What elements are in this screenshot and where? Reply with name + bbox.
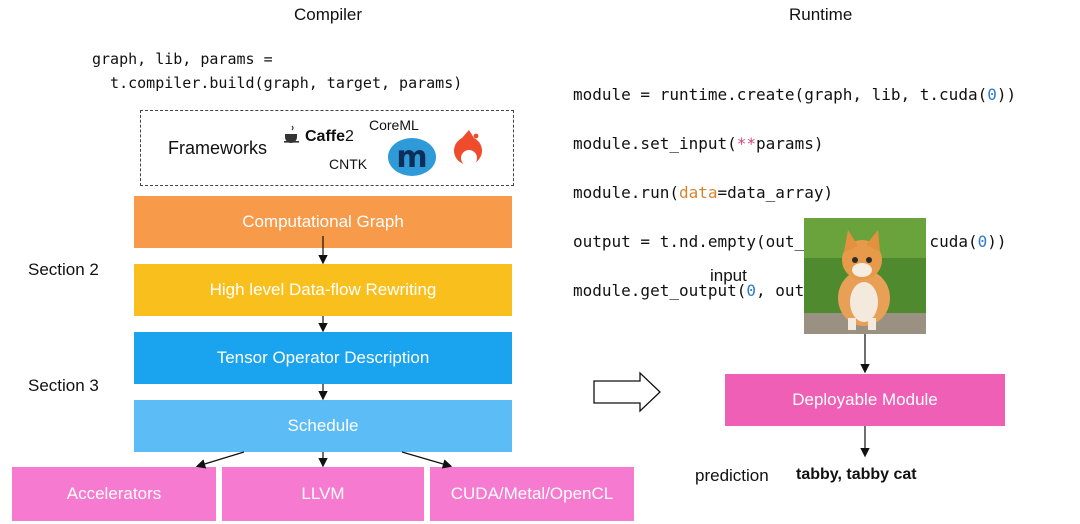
compiler-code-line-2: t.compiler.build(graph, target, params) — [92, 74, 463, 92]
frameworks-box — [140, 110, 514, 186]
deployable-module-label: Deployable Module — [792, 390, 938, 409]
computational-graph-label: Computational Graph — [242, 212, 404, 231]
prediction-value: tabby, tabby cat — [796, 466, 917, 483]
mxnet-glyph: m — [396, 139, 428, 175]
cuda-label: CUDA/Metal/OpenCL — [450, 484, 614, 503]
prediction-label: prediction — [695, 466, 769, 485]
deployable-module-box: Deployable Module — [725, 374, 1005, 426]
cntk-label: CNTK — [329, 156, 368, 172]
caffe2-text: Caffe — [305, 128, 346, 145]
compiler-heading: Compiler — [294, 5, 363, 24]
compiler-code-line-1: graph, lib, params = — [92, 50, 273, 68]
big-hollow-arrow-icon — [593, 371, 661, 413]
arrow-schedule-to-cuda — [401, 451, 453, 469]
runtime-code-line-2: module.set_input(**params) — [573, 134, 824, 154]
dataflow-rewriting-box: High level Data-flow Rewriting — [134, 264, 512, 316]
runtime-code-line-1: module = runtime.create(graph, lib, t.cu… — [573, 85, 1017, 105]
kitten-image — [804, 218, 926, 334]
section-3-label: Section 3 — [28, 376, 99, 395]
flame-logo-icon — [452, 126, 486, 176]
dataflow-rewriting-label: High level Data-flow Rewriting — [209, 280, 437, 299]
runtime-code-line-5: module.get_output(0, output) — [573, 280, 843, 300]
section-2-label: Section 2 — [28, 260, 99, 279]
accelerators-box: Accelerators — [12, 467, 216, 521]
frameworks-label: Frameworks — [168, 138, 268, 158]
runtime-code-line-4: output = t.nd.empty(out_shape, ctx=t.cud… — [573, 231, 1007, 251]
cuda-box: CUDA/Metal/OpenCL — [430, 467, 634, 521]
runtime-heading: Runtime — [789, 5, 853, 24]
input-label: input — [710, 266, 747, 285]
runtime-code-block: module = runtime.create(graph, lib, t.cu… — [573, 59, 1016, 327]
schedule-label: Schedule — [287, 416, 359, 435]
llvm-box: LLVM — [222, 467, 424, 521]
coreml-label: CoreML — [369, 117, 419, 133]
runtime-code-line-3: module.run(data=data_array) — [573, 183, 834, 203]
schedule-box: Schedule — [134, 400, 512, 452]
caffe2-logo: Caffe2 — [305, 128, 354, 146]
caffe2-cup-icon — [282, 124, 304, 144]
mxnet-logo-icon: m — [388, 138, 436, 176]
accelerators-label: Accelerators — [66, 484, 162, 503]
tensor-operator-label: Tensor Operator Description — [216, 348, 430, 367]
arrow-schedule-to-accelerators — [195, 451, 245, 469]
llvm-label: LLVM — [301, 484, 345, 503]
tensor-operator-box: Tensor Operator Description — [134, 332, 512, 384]
caffe2-number: 2 — [345, 128, 354, 145]
